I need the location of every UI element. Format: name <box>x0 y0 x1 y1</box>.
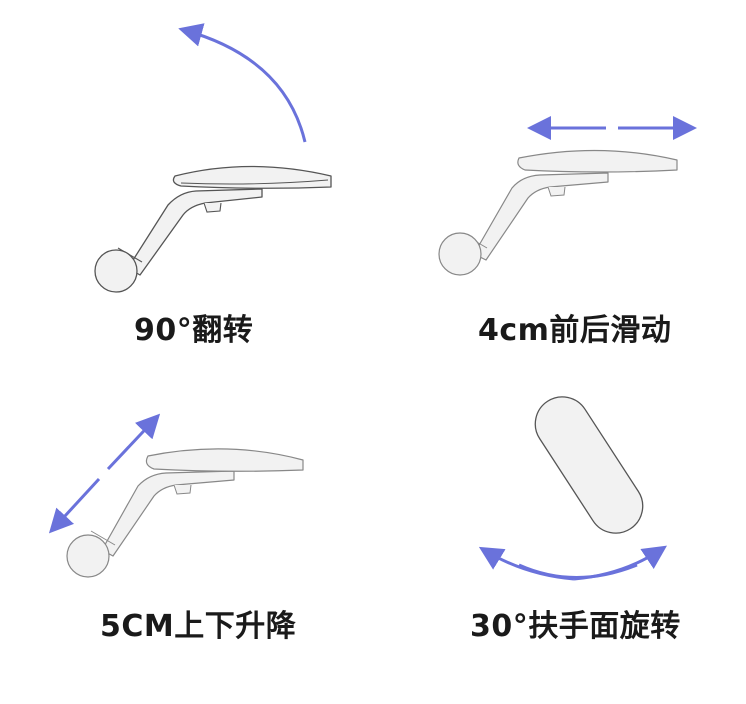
armrest-lift-figure <box>66 448 304 578</box>
flip-arrow <box>178 23 307 143</box>
lift-arrow <box>48 413 161 534</box>
rotate-caption: 30°扶手面旋转 <box>470 609 681 644</box>
slide-caption: 4cm前后滑动 <box>478 313 672 348</box>
flip-caption: 90°翻转 <box>134 313 254 348</box>
armrest-top-view <box>534 396 644 534</box>
lift-caption: 5CM上下升降 <box>100 609 297 644</box>
armrest-slide-figure <box>438 149 678 276</box>
armrest-flip-figure <box>94 165 332 293</box>
